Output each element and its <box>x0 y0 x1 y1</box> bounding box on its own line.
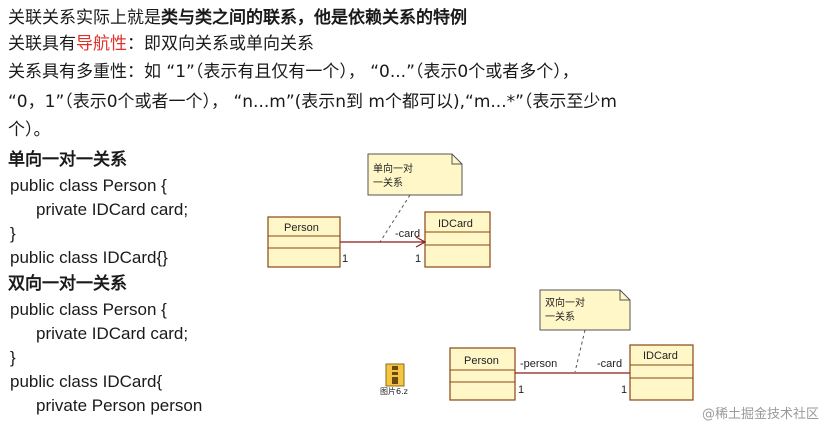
archive-file-icon[interactable] <box>380 362 410 398</box>
role-person-2: -person <box>520 358 557 370</box>
code-line: public class Person { <box>10 176 167 195</box>
role-card-1: -card <box>395 228 420 240</box>
intro-line-2: 关联具有导航性：即双向关系或单向关系 <box>8 32 314 56</box>
class-idcard-2-name: IDCard <box>643 350 678 362</box>
note-one-way-line-1: 单向一对 <box>373 162 413 175</box>
class-idcard-2: IDCard <box>629 344 694 401</box>
code-line: } <box>10 348 16 367</box>
class-idcard-1-name: IDCard <box>438 218 473 230</box>
code-line: private IDCard card; <box>36 324 189 343</box>
intro-line-1-a: 关联关系实际上就是 <box>8 8 161 28</box>
note-two-way: 双向一对 一关系 <box>539 289 631 331</box>
class-person-1-name: Person <box>284 222 319 234</box>
code-line: } <box>10 224 16 243</box>
class-person-1: Person <box>267 216 341 268</box>
intro-line-3: 关系具有多重性：如 “1”（表示有且仅有一个）， “0...”（表示0个或者多个… <box>8 62 579 82</box>
navigability-term: 导航性 <box>76 34 127 54</box>
one-way-heading: 单向一对一关系 <box>8 150 127 170</box>
intro-line-4: “0，1”（表示0个或者一个）， “n...m”(表示n到 m个都可以),“m.… <box>8 92 617 112</box>
intro-line-2-c: ：即双向关系或单向关系 <box>127 34 314 54</box>
mult-person-2: 1 <box>518 384 524 396</box>
code-line: private IDCard card; <box>36 200 189 219</box>
mult-idcard-1: 1 <box>415 253 421 265</box>
code-line: public class IDCard{} <box>10 248 168 267</box>
intro-line-1: 关联关系实际上就是类与类之间的联系，他是依赖关系的特例 <box>8 6 467 30</box>
class-idcard-1: IDCard <box>424 211 491 268</box>
watermark: @稀土掘金技术社区 <box>701 407 819 422</box>
intro-line-5: 个）。 <box>8 120 51 140</box>
note-two-way-line-1: 双向一对 <box>545 296 585 309</box>
mult-idcard-2: 1 <box>621 384 627 396</box>
file-label: 图片6.z <box>380 387 408 396</box>
note-one-way-line-2: 一关系 <box>373 176 403 189</box>
mult-person-1: 1 <box>342 253 348 265</box>
intro-line-2-a: 关联具有 <box>8 34 76 54</box>
intro-line-1-b: 类与类之间的联系，他是依赖关系的特例 <box>161 8 467 28</box>
code-line: private Person person <box>36 396 203 415</box>
role-card-2: -card <box>597 358 622 370</box>
class-person-2: Person <box>449 347 516 401</box>
code-line: public class IDCard{ <box>10 372 163 391</box>
note-one-way: 单向一对 一关系 <box>367 153 463 196</box>
code-line: public class Person { <box>10 300 167 319</box>
two-way-heading: 双向一对一关系 <box>8 274 127 294</box>
class-person-2-name: Person <box>464 355 499 367</box>
note-two-way-line-2: 一关系 <box>545 310 575 323</box>
